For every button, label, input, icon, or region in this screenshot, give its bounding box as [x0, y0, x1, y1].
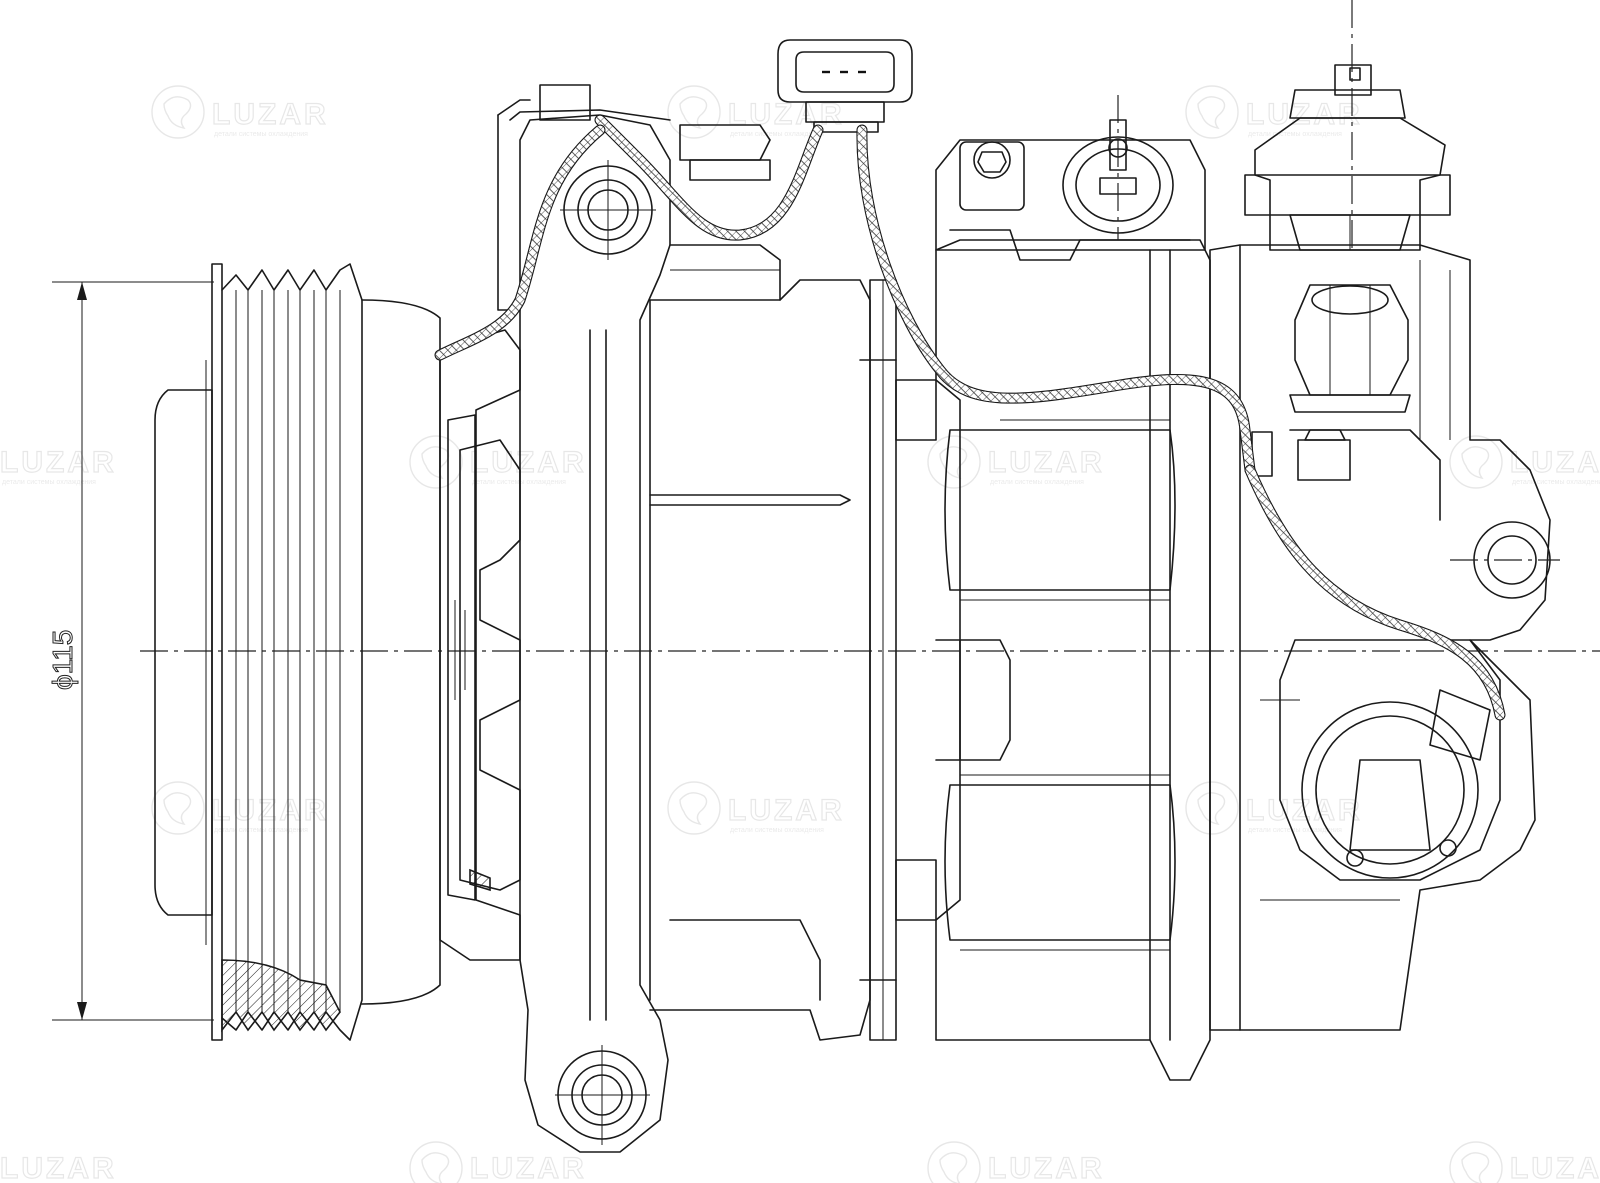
- front-housing: [439, 329, 521, 961]
- watermark-logo: [927, 435, 981, 489]
- watermark-tagline: детали системы охлаждения: [214, 827, 308, 834]
- watermark-brand: LUZAR: [1510, 1152, 1600, 1183]
- watermark-brand: LUZAR: [470, 446, 587, 479]
- watermark-brand: LUZAR: [0, 1152, 117, 1183]
- watermark-logo: [667, 781, 721, 835]
- watermark-tagline: детали системы охлаждения: [730, 827, 824, 834]
- watermark-brand: LUZAR: [0, 446, 117, 479]
- watermark-tagline: детали системы охлаждения: [214, 131, 308, 138]
- watermark-brand: LUZAR: [470, 1152, 587, 1183]
- watermark-tagline: детали системы охлаждения: [2, 479, 96, 486]
- watermark-logo: [1185, 85, 1239, 139]
- watermark-brand: LUZAR: [988, 446, 1105, 479]
- watermark-tagline: детали системы охлаждения: [472, 479, 566, 486]
- watermark-logo: [1449, 435, 1503, 489]
- watermark-logo: [927, 1141, 981, 1183]
- watermark-tagline: детали системы охлаждения: [1248, 131, 1342, 138]
- watermark-logo: [409, 435, 463, 489]
- watermark-brand: LUZAR: [1510, 446, 1600, 479]
- control-valve: [1244, 0, 1451, 413]
- watermark-tagline: детали системы охлаждения: [1512, 479, 1600, 486]
- watermark-brand: LUZAR: [212, 794, 329, 827]
- watermark-logo: [1449, 1141, 1503, 1183]
- diameter-dimension: ϕ115: [47, 281, 214, 1021]
- watermark-logo: [151, 781, 205, 835]
- watermark-brand: LUZAR: [728, 794, 845, 827]
- watermark-brand: LUZAR: [212, 98, 329, 131]
- rear-head: [1209, 244, 1560, 1031]
- rear-housing: [935, 95, 1211, 1081]
- diameter-label: ϕ115: [47, 630, 78, 690]
- wiring-harness: [434, 114, 1506, 721]
- clutch-pulley: [154, 263, 441, 1041]
- watermark-tagline: детали системы охлаждения: [730, 131, 824, 138]
- watermark-logo: [409, 1141, 463, 1183]
- watermark-brand: LUZAR: [1246, 98, 1363, 131]
- watermark-brand: LUZAR: [988, 1152, 1105, 1183]
- watermark-logo: [667, 85, 721, 139]
- watermark-logo: [1185, 781, 1239, 835]
- watermark-brand: LUZAR: [728, 98, 845, 131]
- watermark-group: LUZAR детали системы охлаждения LUZAR де…: [0, 85, 1600, 1183]
- watermark-tagline: детали системы охлаждения: [1248, 827, 1342, 834]
- center-flange: [859, 279, 937, 1041]
- watermark-logo: [151, 85, 205, 139]
- electrical-connector: [777, 39, 913, 133]
- compressor-body: [497, 84, 871, 1153]
- watermark-tagline: детали системы охлаждения: [990, 479, 1084, 486]
